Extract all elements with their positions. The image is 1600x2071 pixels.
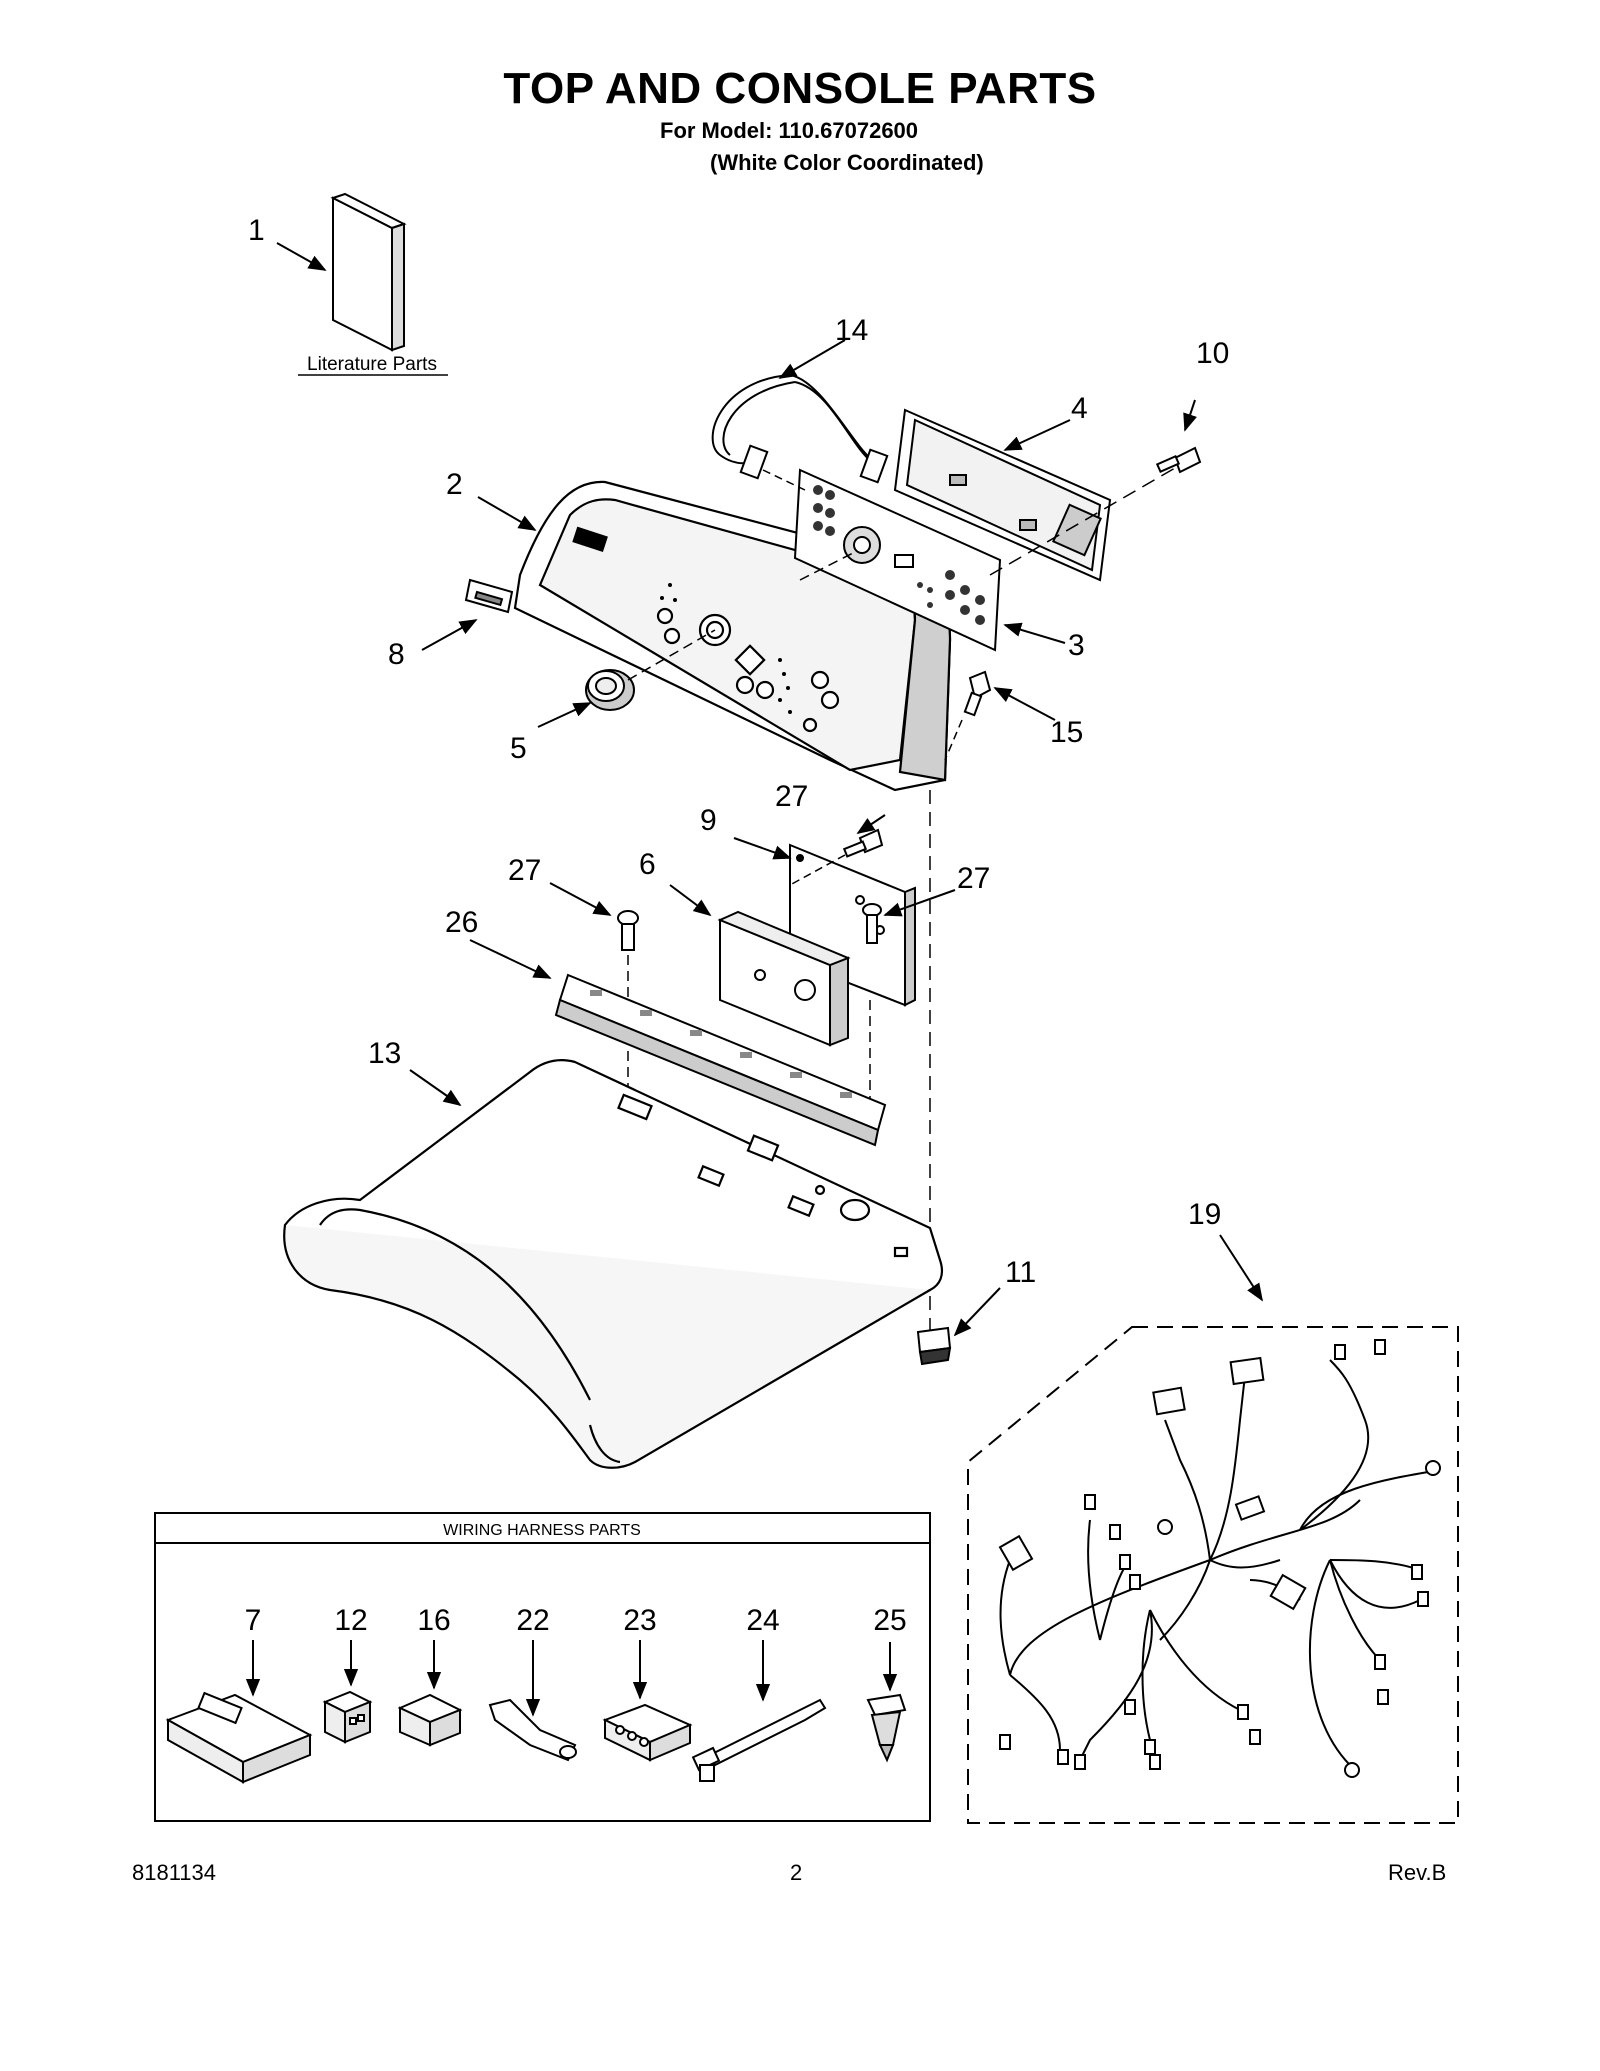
cable-tie-24-illustration (691, 1698, 827, 1782)
screw-27-top (842, 828, 884, 858)
rear-panel-guide-line (989, 467, 1176, 576)
model-line: For Model: 110.67072600 (660, 118, 919, 143)
page-title: TOP AND CONSOLE PARTS (503, 64, 1097, 113)
callout-arrows (245, 242, 1263, 1717)
dryer-top-panel (283, 1059, 944, 1469)
literature-booklet (330, 192, 407, 352)
screw-27-left (617, 910, 639, 951)
wiring-item-12: 12 (334, 1604, 367, 1637)
wiring-item-numbers: 7 12 16 22 23 24 25 (245, 1604, 907, 1637)
connector-7-illustration (165, 1691, 313, 1784)
page-number: 2 (790, 1860, 803, 1885)
screw-15 (963, 670, 992, 717)
callout-numbers: 1 2 3 4 5 6 8 9 10 11 13 14 15 19 26 27 … (248, 214, 1229, 1289)
callout-15: 15 (1050, 716, 1083, 749)
screw27-top-guide-line (789, 854, 846, 886)
control-knob (585, 669, 635, 711)
callout-9: 9 (700, 804, 717, 837)
callout-11: 11 (1005, 1256, 1036, 1289)
callout-2: 2 (446, 468, 463, 501)
callout-5: 5 (510, 732, 527, 765)
wiring-item-16: 16 (417, 1604, 450, 1637)
revision-label: Rev.B (1388, 1860, 1447, 1885)
terminal-22-illustration (488, 1698, 577, 1762)
badge-plate (464, 578, 514, 614)
console-wire-harness (711, 374, 889, 484)
callout-19: 19 (1188, 1198, 1221, 1231)
screw-10 (1155, 446, 1202, 474)
board-guide-line (799, 551, 856, 581)
main-wire-harness (967, 1326, 1459, 1824)
screw15-guide-line (944, 719, 963, 761)
callout-14: 14 (835, 314, 868, 347)
callout-27-top: 27 (775, 780, 808, 813)
callout-27-left: 27 (508, 854, 541, 887)
knob-guide-line (627, 629, 716, 681)
color-line: (White Color Coordinated) (710, 150, 984, 175)
wiring-box-title: WIRING HARNESS PARTS (443, 1522, 641, 1539)
wiring-item-7: 7 (245, 1604, 262, 1637)
callout-13: 13 (368, 1037, 401, 1070)
snap-tab (916, 1326, 952, 1366)
callout-27-right: 27 (957, 862, 990, 895)
electronic-control-board (793, 468, 1002, 652)
clip-25-illustration (866, 1693, 907, 1763)
wiring-item-25: 25 (873, 1604, 906, 1637)
harness-guide-line (762, 469, 806, 491)
top-strip (554, 973, 887, 1147)
wiring-item-24: 24 (746, 1604, 779, 1637)
wiring-item-22: 22 (516, 1604, 549, 1637)
control-module (717, 910, 851, 1047)
callout-4: 4 (1071, 392, 1088, 425)
document-number: 8181134 (132, 1860, 217, 1885)
literature-label: Literature Parts (307, 354, 437, 375)
callout-8: 8 (388, 638, 405, 671)
callout-10: 10 (1196, 337, 1229, 370)
callout-1: 1 (248, 214, 265, 247)
callout-26: 26 (445, 906, 478, 939)
callout-6: 6 (639, 848, 656, 881)
connector-12-illustration (322, 1690, 373, 1744)
connector-16-illustration (397, 1693, 463, 1747)
screw-27-right (862, 903, 882, 944)
wiring-item-23: 23 (623, 1604, 656, 1637)
callout-3: 3 (1068, 629, 1085, 662)
connector-23-illustration (602, 1703, 693, 1762)
wiring-harness-parts-box (154, 1512, 931, 1822)
